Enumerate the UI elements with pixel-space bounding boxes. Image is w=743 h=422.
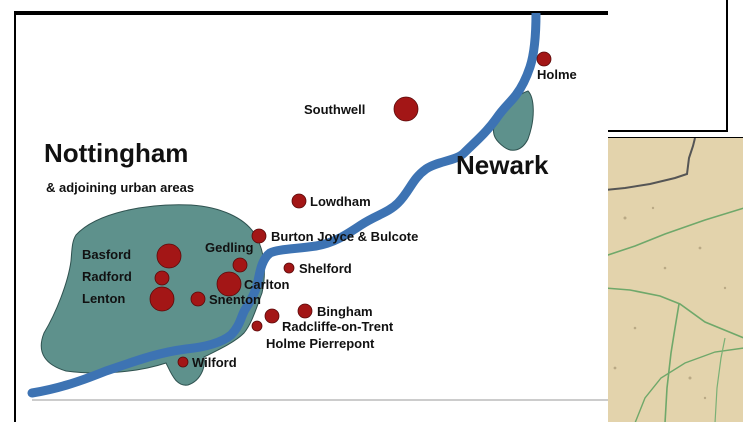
label-bingham: Bingham [317,304,373,319]
label-burton-joyce: Burton Joyce & Bulcote [271,229,419,244]
label-gedling: Gedling [205,240,254,255]
background-map-image [604,137,743,422]
marker-lenton [149,286,175,312]
marker-snenton [190,291,206,307]
label-southwell: Southwell [304,102,366,117]
marker-radford [154,270,170,286]
newark-title: Newark [456,150,549,180]
label-radford: Radford [82,269,132,284]
marker-radcliffe [264,308,280,324]
background-map-drawing [605,138,743,422]
label-shelford: Shelford [299,261,352,276]
marker-gedling [232,257,248,273]
label-carlton: Carlton [244,277,290,292]
marker-southwell [393,96,419,122]
label-lenton: Lenton [82,291,126,306]
marker-bingham [297,303,313,319]
marker-basford [156,243,182,269]
marker-holme-pierrepont [251,320,263,332]
label-wilford: Wilford [192,355,237,370]
marker-holme [536,51,552,67]
marker-wilford [177,356,189,368]
marker-lowdham [291,193,307,209]
label-lowdham: Lowdham [310,194,371,209]
marker-shelford [283,262,295,274]
river-trent [27,13,541,398]
label-radcliffe: Radcliffe-on-Trent [282,319,394,334]
marker-burton-joyce [251,228,267,244]
label-basford: Basford [82,247,132,262]
map-slide: Nottingham & adjoining urban areas Newar… [14,11,608,422]
label-holme-pierrepont: Holme Pierrepont [266,336,375,351]
label-holme: Holme [537,67,577,82]
nottingham-map-drawing [16,13,608,401]
map-subtitle: & adjoining urban areas [46,180,195,195]
label-snenton: Snenton [209,292,261,307]
map-title: Nottingham [44,138,189,168]
marker-carlton [216,271,242,297]
